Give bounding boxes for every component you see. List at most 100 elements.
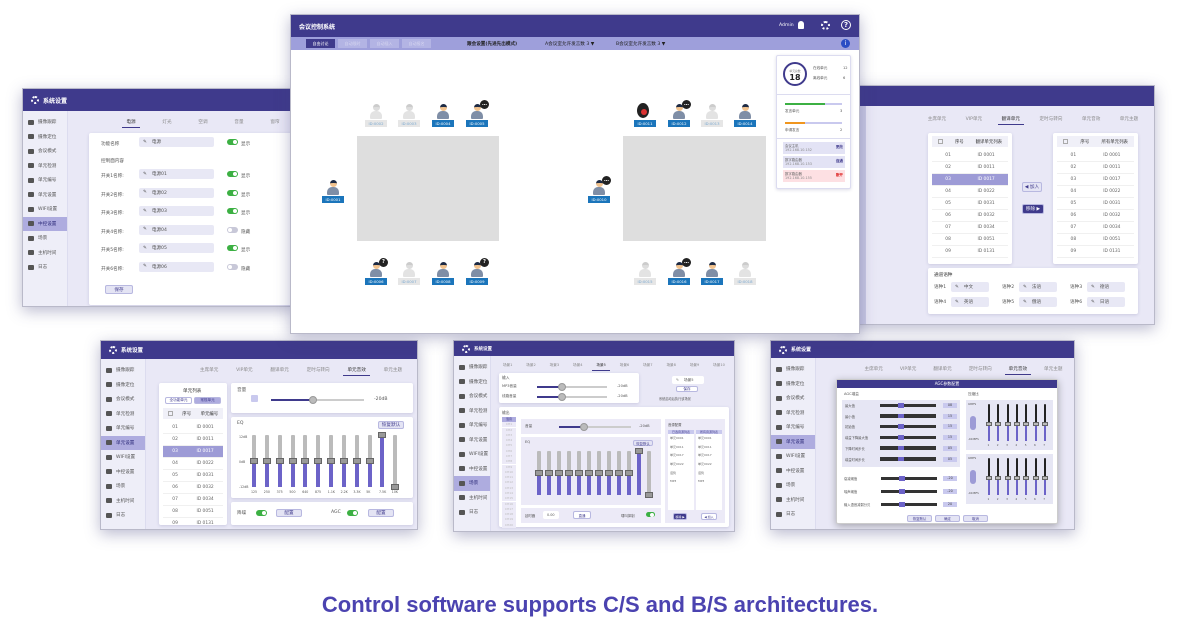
seat-question[interactable]: ?ID:0006 (365, 258, 388, 287)
tab[interactable]: 音量 (234, 120, 244, 125)
compression-fader[interactable] (1004, 404, 1011, 441)
slider-knob[interactable] (308, 396, 317, 404)
slider-knob[interactable] (898, 456, 904, 461)
sidebar-item[interactable]: 会议模式 (23, 144, 67, 159)
sidebar-item[interactable]: 摄像定位 (23, 130, 67, 145)
tab[interactable]: 定时与转向 (968, 367, 992, 372)
sidebar-item[interactable]: 场景 (454, 476, 490, 491)
tab[interactable]: 场景10 (713, 363, 725, 367)
sidebar-item[interactable]: 摄像跟踪 (454, 360, 490, 375)
sidebar-item[interactable]: 单元编号 (101, 421, 145, 436)
seat-online[interactable]: ID:0004 (432, 103, 454, 129)
scene-name-input[interactable]: ✎场景5 (672, 376, 704, 384)
sidebar-item[interactable]: 单元设置 (101, 435, 145, 450)
threshold-slider[interactable] (881, 502, 937, 507)
delay-input[interactable]: 0.00 (543, 511, 559, 519)
room-b-speakers-select[interactable]: B会议室允许发言数 3 ▼ (616, 42, 666, 47)
tab[interactable]: 单元音效 (1004, 364, 1032, 375)
channel-item[interactable]: CH17 (502, 506, 516, 512)
compression-fader[interactable] (1013, 404, 1020, 441)
settings-icon[interactable] (821, 21, 830, 30)
channel-item[interactable]: CH11 (502, 475, 516, 481)
eq-fader[interactable] (615, 451, 623, 495)
tab[interactable]: VIP单元 (899, 367, 917, 372)
source-item[interactable]: 单元0017 (698, 453, 712, 458)
visibility-toggle[interactable] (227, 263, 238, 270)
sidebar-item[interactable]: WIFI设置 (101, 450, 145, 465)
tab[interactable]: 场景4 (573, 363, 583, 367)
fader-knob[interactable] (635, 448, 643, 454)
fader-knob[interactable] (535, 470, 543, 476)
seat-offline[interactable]: ID:0015 (634, 261, 656, 287)
volume-slider[interactable] (271, 396, 364, 404)
sidebar-item[interactable]: 单元设置 (454, 433, 490, 448)
tab[interactable]: 场景1 (502, 363, 513, 367)
eq-fader[interactable] (301, 435, 310, 487)
eq-fader[interactable] (314, 435, 323, 487)
compression-fader[interactable] (1013, 458, 1020, 495)
sidebar-item[interactable]: 单元编号 (454, 418, 490, 433)
compression-fader[interactable] (1004, 458, 1011, 495)
channel-item[interactable]: CH10 (502, 469, 516, 475)
switch-name-input[interactable]: ✎电源04 (139, 224, 214, 235)
fader-knob[interactable] (625, 470, 633, 476)
sidebar-item[interactable]: 单元检测 (23, 159, 67, 174)
fader-knob[interactable] (1032, 422, 1039, 427)
fader-knob[interactable] (555, 470, 563, 476)
tab[interactable]: VIP单元 (236, 368, 253, 373)
checkbox[interactable] (937, 139, 943, 144)
sidebar-item[interactable]: 中控设置 (101, 465, 145, 480)
tab[interactable]: VIP单元 (965, 117, 983, 122)
sidebar-item[interactable]: 会议模式 (454, 389, 490, 404)
seat-online[interactable]: ID:0001 (322, 179, 344, 205)
tab[interactable]: 主席单元 (199, 368, 219, 373)
fader-knob[interactable] (378, 432, 387, 438)
fader-knob[interactable] (605, 470, 613, 476)
eq-fader[interactable] (365, 435, 374, 487)
sidebar-item[interactable]: 主机时间 (454, 491, 490, 506)
channel-item[interactable]: CH5 (502, 443, 516, 449)
seat-chat[interactable]: …ID:0010 (588, 176, 611, 205)
sidebar-item[interactable]: 场景 (23, 231, 67, 246)
channel-item[interactable]: CH6 (502, 448, 516, 454)
eq-fader[interactable] (645, 451, 653, 498)
mp3-volume-slider[interactable] (537, 383, 607, 391)
source-item[interactable]: 单元0001 (670, 436, 684, 441)
seat-question[interactable]: ?ID:0009 (466, 258, 489, 287)
eq-fader[interactable] (339, 435, 348, 487)
slider-knob[interactable] (580, 423, 589, 431)
tab[interactable]: 电源 (122, 117, 140, 128)
user-icon[interactable] (798, 21, 804, 29)
compression-fader[interactable] (1041, 458, 1048, 495)
fader-knob[interactable] (391, 484, 400, 490)
fader-knob[interactable] (575, 470, 583, 476)
eq-fader[interactable] (250, 435, 258, 487)
output-volume-slider[interactable] (559, 423, 631, 431)
slider-knob[interactable] (898, 445, 904, 451)
fader-knob[interactable] (352, 458, 361, 464)
host-action[interactable]: 连通 (835, 159, 843, 163)
source-item[interactable]: 单元0011 (698, 444, 712, 449)
channel-item[interactable]: CH3 (502, 432, 516, 439)
dialog-button[interactable]: 恢复默认 (907, 515, 932, 522)
slider-knob[interactable] (898, 424, 904, 429)
eq-fader[interactable] (535, 451, 543, 495)
eq-fader[interactable] (275, 435, 284, 487)
language-input[interactable]: ✎日语 (1087, 297, 1125, 307)
compression-fader[interactable] (1032, 458, 1039, 495)
eq-fader[interactable] (327, 435, 335, 487)
fader-knob[interactable] (1041, 476, 1048, 481)
sidebar-item[interactable]: 单元检测 (101, 407, 145, 422)
language-input[interactable]: ✎法语 (1019, 282, 1057, 292)
channel-item[interactable]: CH20 (502, 522, 516, 528)
info-icon[interactable]: i (841, 39, 850, 48)
sidebar-item[interactable]: 主机时间 (101, 494, 145, 509)
